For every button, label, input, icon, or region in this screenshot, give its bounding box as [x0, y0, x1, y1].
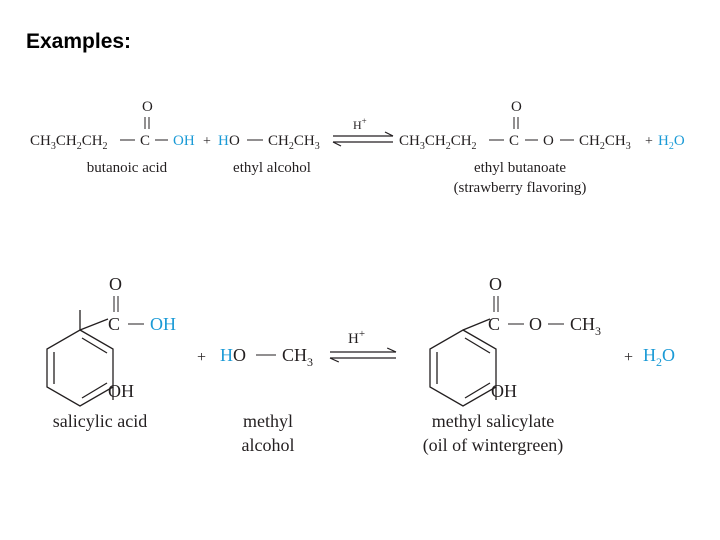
- r2-label-ester-2: (oil of wintergreen): [423, 435, 564, 456]
- r2-product-methyl: CH3: [570, 314, 601, 338]
- r2-water: H2O: [643, 345, 675, 369]
- r1-water: H2O: [658, 133, 685, 152]
- r1-alcohol-ethyl: CH2CH3: [268, 133, 320, 152]
- r1-hydroxyl: OH: [173, 133, 195, 149]
- r1-alcohol-h: H: [218, 133, 229, 149]
- r2-carbonyl-oxygen: O: [109, 274, 122, 294]
- r2-benzene-ring-1: [46, 310, 114, 407]
- reaction-2: O C OH OH + H O CH3 H+: [46, 274, 675, 456]
- r1-label-ester-1: ethyl butanoate: [474, 160, 566, 176]
- r2-plus-2: +: [624, 349, 633, 366]
- r2-product-carbonyl-oxygen: O: [489, 274, 502, 294]
- r2-hydroxyl: OH: [150, 314, 176, 334]
- r2-label-acid: salicylic acid: [53, 411, 147, 431]
- r2-label-alcohol-1: methyl: [243, 411, 293, 431]
- r1-label-alcohol: ethyl alcohol: [233, 160, 311, 176]
- r2-carbonyl-carbon: C: [108, 314, 120, 334]
- r1-product-carbon: C: [509, 133, 519, 149]
- r2-catalyst: H+: [348, 328, 365, 347]
- r1-carbonyl-oxygen: O: [142, 99, 153, 115]
- r1-acid-chain: CH3CH2CH2: [30, 133, 108, 152]
- r2-benzene-ring-2: [429, 318, 497, 407]
- r2-ring-hydroxyl: OH: [108, 381, 134, 401]
- r2-alcohol-methyl: CH3: [282, 345, 313, 369]
- slide-heading: Examples:: [26, 30, 132, 53]
- r1-product-ethyl: CH2CH3: [579, 133, 631, 152]
- reaction-1: O CH3CH2CH2 C OH + H O CH2CH3 H+ O CH3CH…: [30, 99, 685, 196]
- r1-equilibrium-arrow: [332, 131, 394, 147]
- r2-label-ester-1: methyl salicylate: [432, 411, 554, 431]
- r1-label-ester-2: (strawberry flavoring): [454, 180, 587, 196]
- r2-alcohol-h: H: [220, 345, 233, 365]
- r2-bond-ring-carbon: [79, 318, 109, 331]
- r1-plus-2: +: [645, 134, 653, 149]
- r1-product-carbonyl-oxygen: O: [511, 99, 522, 115]
- r2-product-carbon: C: [488, 314, 500, 334]
- r1-label-acid: butanoic acid: [87, 160, 168, 176]
- r2-ester-oxygen: O: [529, 314, 542, 334]
- r2-label-alcohol-2: alcohol: [242, 435, 295, 455]
- r1-alcohol-o: O: [229, 133, 240, 149]
- r1-product-chain: CH3CH2CH2: [399, 133, 477, 152]
- r2-alcohol-o: O: [233, 345, 246, 365]
- r1-carbonyl-carbon: C: [140, 133, 150, 149]
- r1-plus-1: +: [203, 134, 211, 149]
- r2-equilibrium-arrow: [329, 347, 397, 363]
- r2-plus-1: +: [197, 349, 206, 366]
- r1-ester-oxygen: O: [543, 133, 554, 149]
- r2-product-ring-hydroxyl: OH: [491, 381, 517, 401]
- r1-catalyst: H+: [353, 116, 367, 132]
